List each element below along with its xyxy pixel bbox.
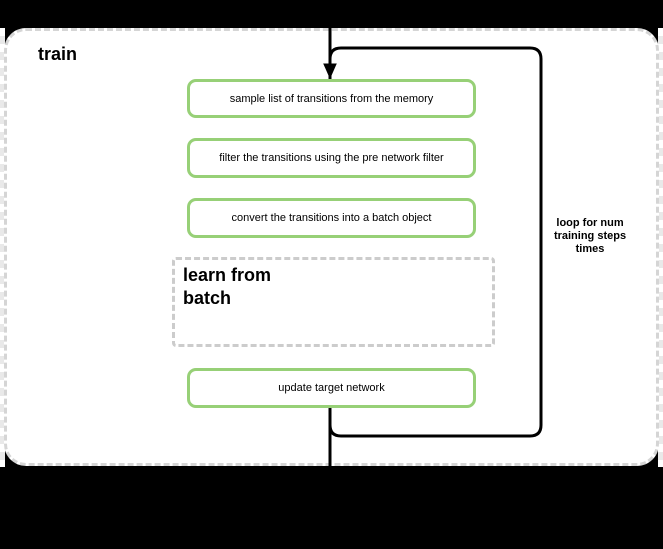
step-node-sample: sample list of transitions from the memo… bbox=[187, 79, 476, 118]
step-label: sample list of transitions from the memo… bbox=[229, 92, 434, 105]
step-label: update target network bbox=[278, 382, 385, 394]
learn-node-label-line2: batch bbox=[183, 288, 232, 308]
loop-annotation: loop for num training steps times bbox=[544, 217, 636, 256]
step-node-convert: convert the transitions into a batch obj… bbox=[187, 198, 476, 238]
learn-node-label-line1: learn from bbox=[183, 265, 272, 285]
page-edge-right bbox=[658, 28, 663, 467]
learn-from-batch-node: learn from batch bbox=[172, 257, 495, 347]
step-node-update-target: update target network bbox=[187, 368, 476, 408]
loop-annotation-line1: loop for num bbox=[556, 217, 624, 229]
group-title: train bbox=[38, 44, 78, 64]
page-edge-left bbox=[0, 28, 5, 467]
bottom-letterbox bbox=[0, 467, 663, 549]
step-label: convert the transitions into a batch obj… bbox=[231, 212, 432, 224]
loop-annotation-line2: training steps bbox=[553, 230, 627, 242]
loop-annotation-line3: times bbox=[575, 243, 605, 255]
step-node-filter: filter the transitions using the pre net… bbox=[187, 138, 476, 178]
step-label: filter the transitions using the pre net… bbox=[219, 152, 444, 164]
top-letterbox bbox=[0, 0, 663, 27]
